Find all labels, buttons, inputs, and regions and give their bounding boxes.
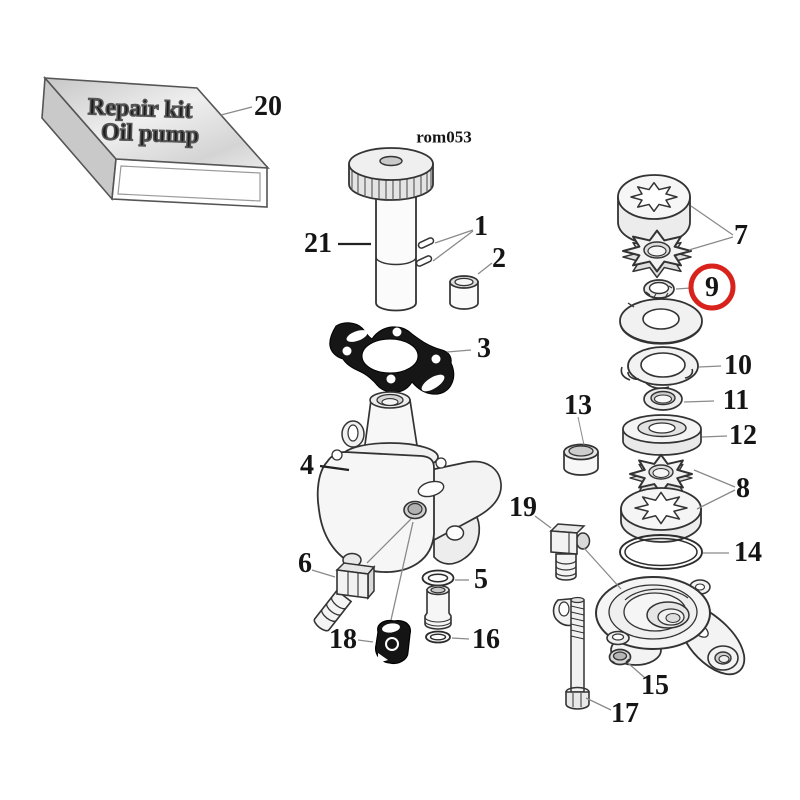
callout-18: 18 — [329, 624, 357, 655]
callout-2: 2 — [492, 243, 506, 274]
seal-disc — [622, 414, 702, 456]
callout-7: 7 — [734, 220, 748, 251]
gerotor-ring-cutout — [631, 183, 677, 212]
callout-12: 12 — [729, 420, 757, 451]
washer-and-nut — [606, 630, 632, 666]
gerotor-lower-ring-cutout — [635, 492, 687, 523]
repair-kit-box: Repair kit Oil pump — [41, 76, 270, 208]
gerotor-set-upper — [617, 174, 691, 277]
bushing-upper — [449, 275, 479, 310]
callout-14: 14 — [734, 537, 762, 568]
gear-shaft — [348, 147, 434, 312]
callout-6: 6 — [298, 548, 312, 579]
callout-15: 15 — [641, 670, 669, 701]
o-ring-large — [619, 534, 703, 570]
callout-17: 17 — [611, 698, 639, 729]
bushing-13 — [563, 443, 599, 476]
gasket — [329, 322, 455, 395]
diagram-code: rom053 — [416, 127, 472, 147]
dowel-pins — [415, 237, 435, 267]
fitting-elbow-right — [549, 523, 591, 581]
gerotor-set-lower — [620, 455, 702, 543]
callout-21: 21 — [304, 228, 332, 259]
callout-9: 9 — [705, 272, 719, 303]
fitting-elbow-left — [313, 552, 376, 632]
pump-cover — [552, 576, 746, 676]
o-ring-5 — [421, 569, 455, 587]
callout-20: 20 — [254, 91, 282, 122]
callout-19: 19 — [509, 492, 537, 523]
callout-8: 8 — [736, 473, 750, 504]
highlight-circle — [688, 263, 736, 311]
oil-pump-body — [316, 391, 502, 573]
callout-1: 1 — [474, 211, 488, 242]
box-label-line1: Repair kit — [88, 94, 193, 124]
callout-5: 5 — [474, 564, 488, 595]
box-label-line2: Oil pump — [101, 119, 200, 148]
callout-4: 4 — [300, 450, 314, 481]
callout-3: 3 — [477, 333, 491, 364]
o-ring-16 — [425, 630, 451, 644]
bushing-11 — [643, 387, 683, 411]
check-valve — [424, 584, 452, 630]
thrust-washer — [619, 298, 703, 345]
callout-16: 16 — [472, 624, 500, 655]
callout-13: 13 — [564, 390, 592, 421]
callout-11: 11 — [722, 385, 750, 416]
retaining-ring — [620, 346, 699, 390]
retainer-ring-9 — [643, 279, 675, 299]
leader-lines — [220, 106, 736, 711]
callout-10: 10 — [724, 350, 752, 381]
bolt — [565, 596, 590, 710]
clip — [375, 619, 411, 665]
